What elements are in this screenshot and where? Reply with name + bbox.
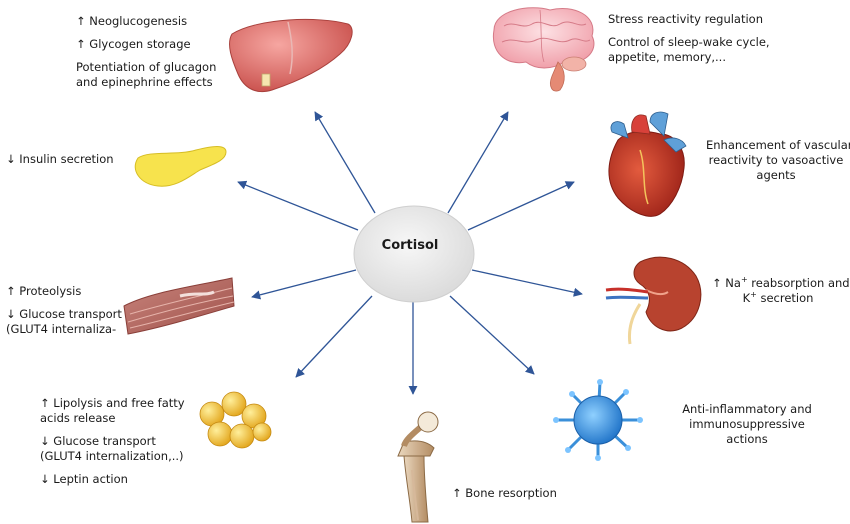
kidney-effects: ↑ Na+ reabsorption and K+ secretion (712, 275, 850, 306)
cortisol-hub (353, 205, 475, 303)
heart-line-2: reactivity to vasoactive (708, 153, 844, 167)
arrow-immune (449, 295, 535, 375)
arrow-pancreas (237, 180, 359, 231)
pancreas-effects: ↓ Insulin secretion (6, 152, 114, 167)
brain-effects: Stress reactivity regulation Control of … (608, 12, 770, 65)
adipose-line-3: ↓ Glucose transport (40, 434, 156, 448)
fat-cells-icon (199, 391, 272, 449)
kidney-line-2-pre: K (742, 291, 751, 305)
kidney-line-1-pre: ↑ Na (712, 276, 741, 290)
bone-line-1: ↑ Bone resorption (452, 486, 557, 500)
brain-icon (492, 7, 595, 92)
immune-cell-icon (553, 379, 643, 461)
arrow-muscle (251, 269, 357, 300)
femur-icon (397, 411, 439, 523)
liver-effects: ↑ Neoglucogenesis ↑ Glycogen storage Pot… (76, 14, 216, 90)
heart-effects: Enhancement of vascular reactivity to va… (706, 138, 850, 183)
pancreas-line-1: ↓ Insulin secretion (6, 152, 114, 166)
arrow-liver (314, 111, 376, 214)
liver-icon (229, 18, 353, 93)
adipose-line-5: ↓ Leptin action (40, 472, 128, 486)
adipose-line-2: acids release (40, 411, 116, 425)
adipose-effects: ↑ Lipolysis and free fatty acids release… (40, 396, 185, 487)
heart-line-1: Enhancement of vascular (706, 138, 850, 152)
pancreas-icon (134, 146, 227, 187)
muscle-line-3: (GLUT4 internaliza- (6, 322, 117, 336)
liver-line-1: ↑ Neoglucogenesis (76, 14, 188, 28)
arrow-adipose (295, 295, 373, 378)
immune-line-2: immunosuppressive (689, 417, 805, 431)
brain-line-1: Stress reactivity regulation (608, 12, 764, 26)
brain-line-2: Control of sleep-wake cycle, (608, 35, 770, 49)
kidney-line-1-post: reabsorption and (747, 276, 850, 290)
arrow-heart (467, 181, 575, 231)
heart-line-3: agents (756, 168, 796, 182)
arrows (237, 111, 583, 395)
adipose-line-1: ↑ Lipolysis and free fatty (40, 396, 185, 410)
sodium-charge: + (740, 275, 748, 285)
muscle-effects: ↑ Proteolysis ↓ Glucose transport (GLUT4… (6, 284, 122, 337)
arrow-kidney (471, 269, 583, 297)
muscle-line-2: ↓ Glucose transport (6, 307, 122, 321)
arrow-brain (447, 111, 509, 214)
kidney-line-2-post: secretion (756, 291, 814, 305)
cortisol-label: Cortisol (381, 238, 439, 253)
liver-line-3: Potentiation of glucagon (76, 60, 217, 74)
bone-effects: ↑ Bone resorption (452, 486, 557, 501)
immune-effects: Anti-inflammatory and immunosuppressive … (672, 402, 822, 447)
kidney-line-2: K+ secretion (712, 291, 844, 306)
muscle-line-1: ↑ Proteolysis (6, 284, 82, 298)
heart-icon (608, 111, 687, 217)
liver-line-4: and epinephrine effects (76, 75, 213, 89)
kidney-line-1: ↑ Na+ reabsorption and (712, 275, 850, 291)
brain-line-3: appetite, memory,... (608, 50, 726, 64)
muscle-icon (123, 277, 235, 335)
immune-line-3: actions (726, 432, 768, 446)
immune-line-1: Anti-inflammatory and (682, 402, 812, 416)
liver-line-2: ↑ Glycogen storage (76, 37, 191, 51)
kidney-icon (605, 256, 702, 345)
potassium-charge: + (750, 290, 757, 300)
adipose-line-4: (GLUT4 internalization,..) (40, 449, 184, 463)
